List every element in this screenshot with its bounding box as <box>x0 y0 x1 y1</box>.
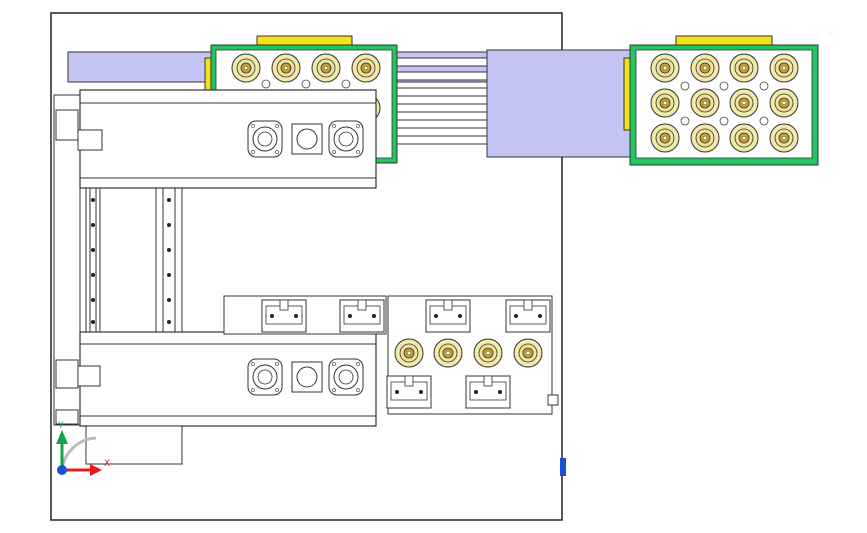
lower-carriage <box>77 331 377 427</box>
rail-bolt-holes <box>91 198 171 324</box>
right-green-plate <box>623 35 819 166</box>
triad-y-label: Y <box>57 421 64 431</box>
triad-x-label: X <box>104 459 110 469</box>
lower-mechanism <box>223 295 559 415</box>
slider-block-right <box>486 49 631 158</box>
coordinate-triad-icon: X Y <box>56 421 110 476</box>
base-strip <box>85 425 183 465</box>
left-frame-column <box>53 94 81 426</box>
upper-carriage <box>77 89 377 189</box>
edge-marker <box>560 458 566 476</box>
